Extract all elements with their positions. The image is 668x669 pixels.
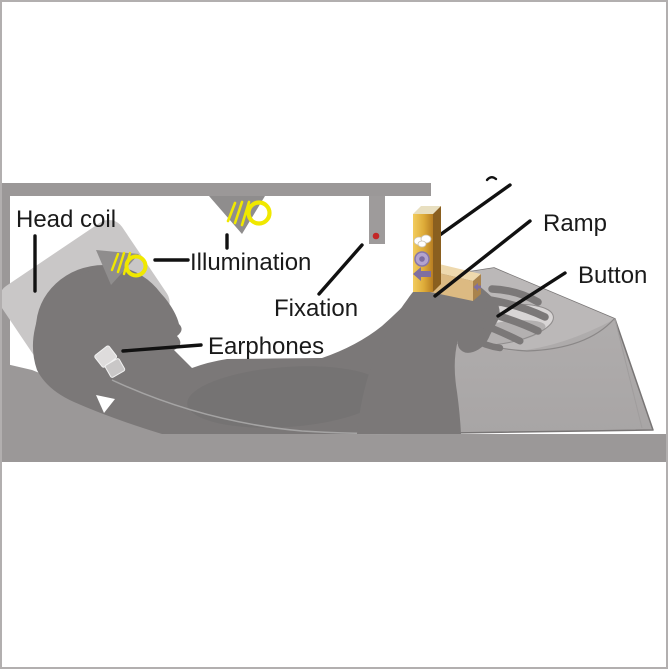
ramp-leader-line: [433, 219, 532, 298]
label-illumination: Illumination: [190, 249, 311, 276]
wedge-right-crease: [614, 318, 643, 429]
finger-middle: [486, 296, 549, 321]
label-fixation: Fixation: [274, 295, 358, 322]
ceiling-lamp: [209, 196, 272, 234]
ceiling-lamp-rays-icon: [226, 200, 251, 227]
earphone: [94, 345, 126, 378]
earphones-leader-line: [121, 343, 203, 353]
scanner-bed: [2, 363, 666, 462]
fingers: [468, 285, 549, 352]
bore-left-wall: [2, 183, 10, 365]
fixation-leader-line: [317, 243, 364, 296]
ceiling-lamp-bulb-icon: [246, 200, 272, 226]
finger-pinky: [475, 319, 524, 345]
cropped-label-remnant: [485, 176, 498, 182]
coil-lamp: [96, 250, 148, 285]
cropped-leader-line: [435, 183, 512, 239]
finger-index: [488, 285, 542, 306]
label-earphones: Earphones: [208, 333, 324, 360]
tower-top-face: [413, 206, 441, 214]
tower-arrow-icon: [413, 267, 431, 281]
tower-cloud-icon: [413, 234, 432, 248]
stimulus-tower: [413, 206, 441, 292]
ramp-box-arrow-icon: [473, 283, 481, 291]
label-head-coil: Head coil: [16, 206, 116, 233]
torso-shadow: [187, 366, 387, 428]
ramp-box-top: [430, 264, 481, 281]
coil-lamp-bulb-icon: [124, 254, 148, 278]
finger-ring: [481, 308, 542, 335]
button-leader-line: [496, 271, 567, 318]
arm-hand-silhouette: [357, 272, 500, 434]
fixation-dot: [372, 232, 380, 240]
label-ramp: Ramp: [543, 210, 607, 237]
bed-gap-notch: [96, 395, 115, 413]
label-button: Button: [578, 262, 647, 289]
tower-dial-center-icon: [419, 256, 425, 262]
fixation-post: [369, 196, 385, 244]
scanner-bore-ceiling: [2, 183, 431, 196]
finger-thumb: [468, 334, 504, 352]
tower-side-face: [433, 206, 441, 292]
